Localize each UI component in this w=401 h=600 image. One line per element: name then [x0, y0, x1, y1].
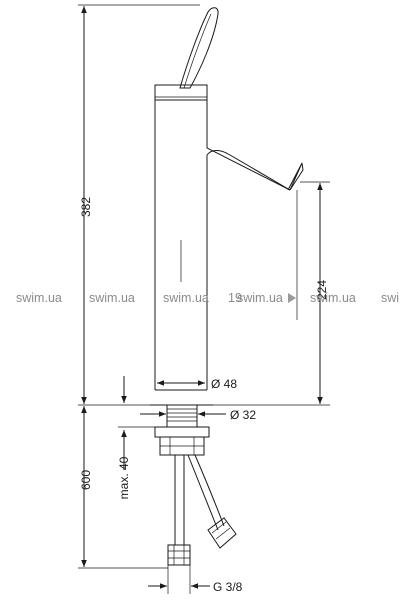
- lever-handle: [179, 7, 219, 89]
- watermark-row: swim.ua swim.ua swim.ua 19 swim.ua swim.…: [16, 291, 399, 305]
- watermark-4: swim.ua: [237, 291, 283, 305]
- supply-pipe: [174, 455, 185, 545]
- watermark-3: swim.ua: [163, 291, 209, 305]
- dim-mount-diameter: Ø 32: [230, 408, 256, 422]
- dim-lower-length: 600: [79, 470, 93, 490]
- spout-top-edge: [206, 100, 291, 191]
- dim-connection: G 3/8: [213, 580, 243, 594]
- flexible-hose: [187, 454, 225, 531]
- threaded-shank: [166, 404, 198, 428]
- mounting-nut: [154, 426, 210, 438]
- spout-inner-edge: [206, 150, 291, 191]
- pipe-nut: [167, 544, 191, 566]
- watermark-5: swim.ua: [310, 291, 356, 305]
- dimension-lines: [78, 4, 330, 594]
- hose-nut: [207, 517, 237, 549]
- reach-arrow: [288, 293, 296, 303]
- spout-tip: [287, 162, 303, 191]
- top-cap: [154, 84, 208, 101]
- watermark-1: swim.ua: [16, 291, 62, 305]
- dim-max-thickness: max. 40: [117, 456, 131, 499]
- dim-body-diameter: Ø 48: [211, 377, 237, 391]
- dim-spout-height: 224: [315, 280, 329, 300]
- dim-total-height: 382: [79, 197, 93, 217]
- watermark-2: swim.ua: [89, 291, 135, 305]
- faucet-body: [154, 7, 304, 391]
- watermark-6: swi: [381, 291, 399, 305]
- mounting-assembly: [150, 404, 237, 566]
- watermark-digit: 19: [228, 291, 242, 305]
